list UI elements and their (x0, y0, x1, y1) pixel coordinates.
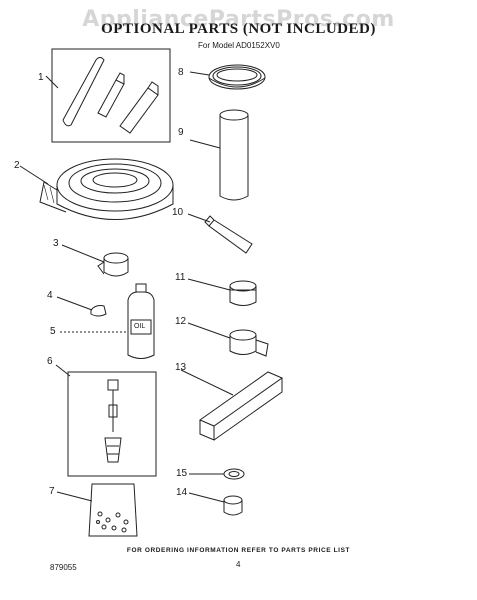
part-5-oil-bottle (60, 283, 155, 359)
part-7-hardware-bag (56, 483, 138, 537)
part-13-foam-block (180, 369, 284, 441)
callout-12: 12 (175, 316, 187, 327)
callout-2: 2 (14, 160, 20, 171)
part-6-valve-assembly (55, 364, 157, 477)
oil-bottle-label: OIL (134, 323, 146, 330)
callout-3: 3 (53, 238, 59, 249)
callout-15: 15 (176, 468, 188, 479)
callout-4: 4 (47, 290, 53, 301)
part-4-plug (56, 296, 107, 317)
callout-14: 14 (176, 487, 188, 498)
model-subtitle: For Model AD0152XV0 (198, 41, 280, 50)
part-14-fitting (188, 492, 243, 516)
watermark: AppliancePartsPros.com (82, 7, 395, 32)
callout-7: 7 (49, 486, 55, 497)
ordering-footer: FOR ORDERING INFORMATION REFER TO PARTS … (126, 547, 351, 554)
callout-11: 11 (175, 272, 186, 283)
part-8-wire-coil (189, 64, 266, 90)
callout-6: 6 (47, 356, 53, 367)
part-2-tape-roll (19, 158, 174, 220)
part-10-tube (187, 213, 253, 254)
callout-10: 10 (172, 207, 184, 218)
part-11-jar (187, 278, 257, 306)
callout-8: 8 (178, 67, 184, 78)
diagram-code: 879055 (50, 563, 77, 572)
part-9-spray-can (189, 109, 249, 201)
callout-5: 5 (50, 326, 56, 337)
page-number: 4 (236, 560, 241, 569)
callout-9: 9 (178, 127, 184, 138)
part-3-small-roll (61, 244, 129, 277)
callout-13: 13 (175, 362, 187, 373)
page-title: OPTIONAL PARTS (NOT INCLUDED) (101, 21, 376, 37)
callout-1: 1 (38, 72, 44, 83)
part-15-washer (189, 468, 245, 480)
part-12-tape-roll (187, 322, 269, 357)
part-1-kit (45, 48, 171, 143)
